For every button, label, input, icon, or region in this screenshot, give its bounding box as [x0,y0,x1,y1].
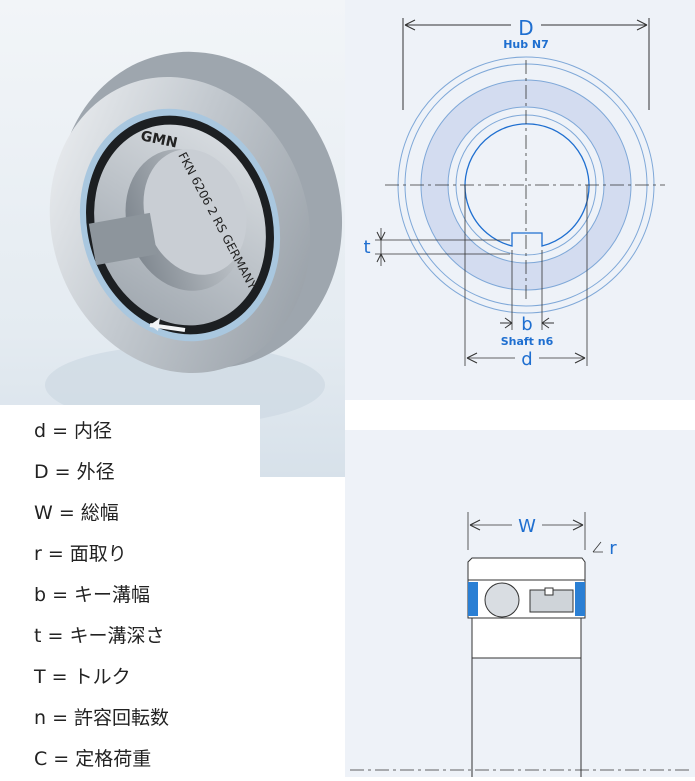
d-outer-arrow-right [636,19,648,31]
bore-inner [143,149,247,275]
d-outer-label-bg [511,16,541,50]
bearing-photo: GMN FKN 6206 2 RS GERMANY [0,0,345,477]
front-view-drawing: D Hub N7 t b Shaft n6 d [345,0,695,400]
key [88,212,158,266]
w-arrow-right [572,519,584,531]
r-chamfer-mark [592,541,603,553]
spring [544,587,554,596]
symbol-legend: d = 内径 D = 外径 W = 総幅 r = 面取り b = キー溝幅 t … [0,405,260,777]
legend-item: d = 内径 [34,420,113,442]
seal-right [575,582,585,616]
brand-marking: GMN [139,128,179,151]
shaft-fit-label: Shaft n6 [501,335,554,348]
legend-item: b = キー溝幅 [34,584,151,606]
legend-item: C = 定格荷重 [34,748,152,770]
bore-outline [464,123,590,247]
legend-item: T = トルク [34,666,131,688]
t-arrow-bottom [376,253,386,263]
direction-arrow-head [150,318,160,331]
b-arrow-right [541,317,554,329]
width-label: W [518,516,536,537]
seal-left [468,582,478,616]
d-arrow-right [574,352,586,364]
legend-item: n = 許容回転数 [34,707,170,729]
chamfer-label: r [609,538,617,559]
ball [484,582,520,618]
bore-label: d [521,349,532,370]
front-view-svg: D Hub N7 t b Shaft n6 d [363,16,665,370]
bearing-photo-illustration: GMN FKN 6206 2 RS GERMANY [45,51,343,425]
section-view-drawing: W r [345,430,695,777]
b-arrow-left [500,317,513,329]
legend-item: t = キー溝深さ [34,625,165,647]
d-label-bg [515,347,539,367]
keyway-depth-label: t [363,237,370,258]
outer-fit-label: Hub N7 [503,38,549,51]
t-arrow-top [376,231,386,241]
w-label-bg [512,514,542,536]
w-arrow-left [469,519,481,531]
keyway-width-label: b [521,314,532,335]
inner-ring-section [471,617,582,659]
d-outer-arrow-left [404,19,416,31]
d-arrow-left [466,352,478,364]
section-view-svg: W r [350,512,690,777]
legend-item: r = 面取り [34,543,127,565]
outer-diameter-label: D [518,16,533,40]
outer-ring-section [467,557,586,581]
legend-item: D = 外径 [34,461,115,483]
legend-item: W = 総幅 [34,502,119,524]
